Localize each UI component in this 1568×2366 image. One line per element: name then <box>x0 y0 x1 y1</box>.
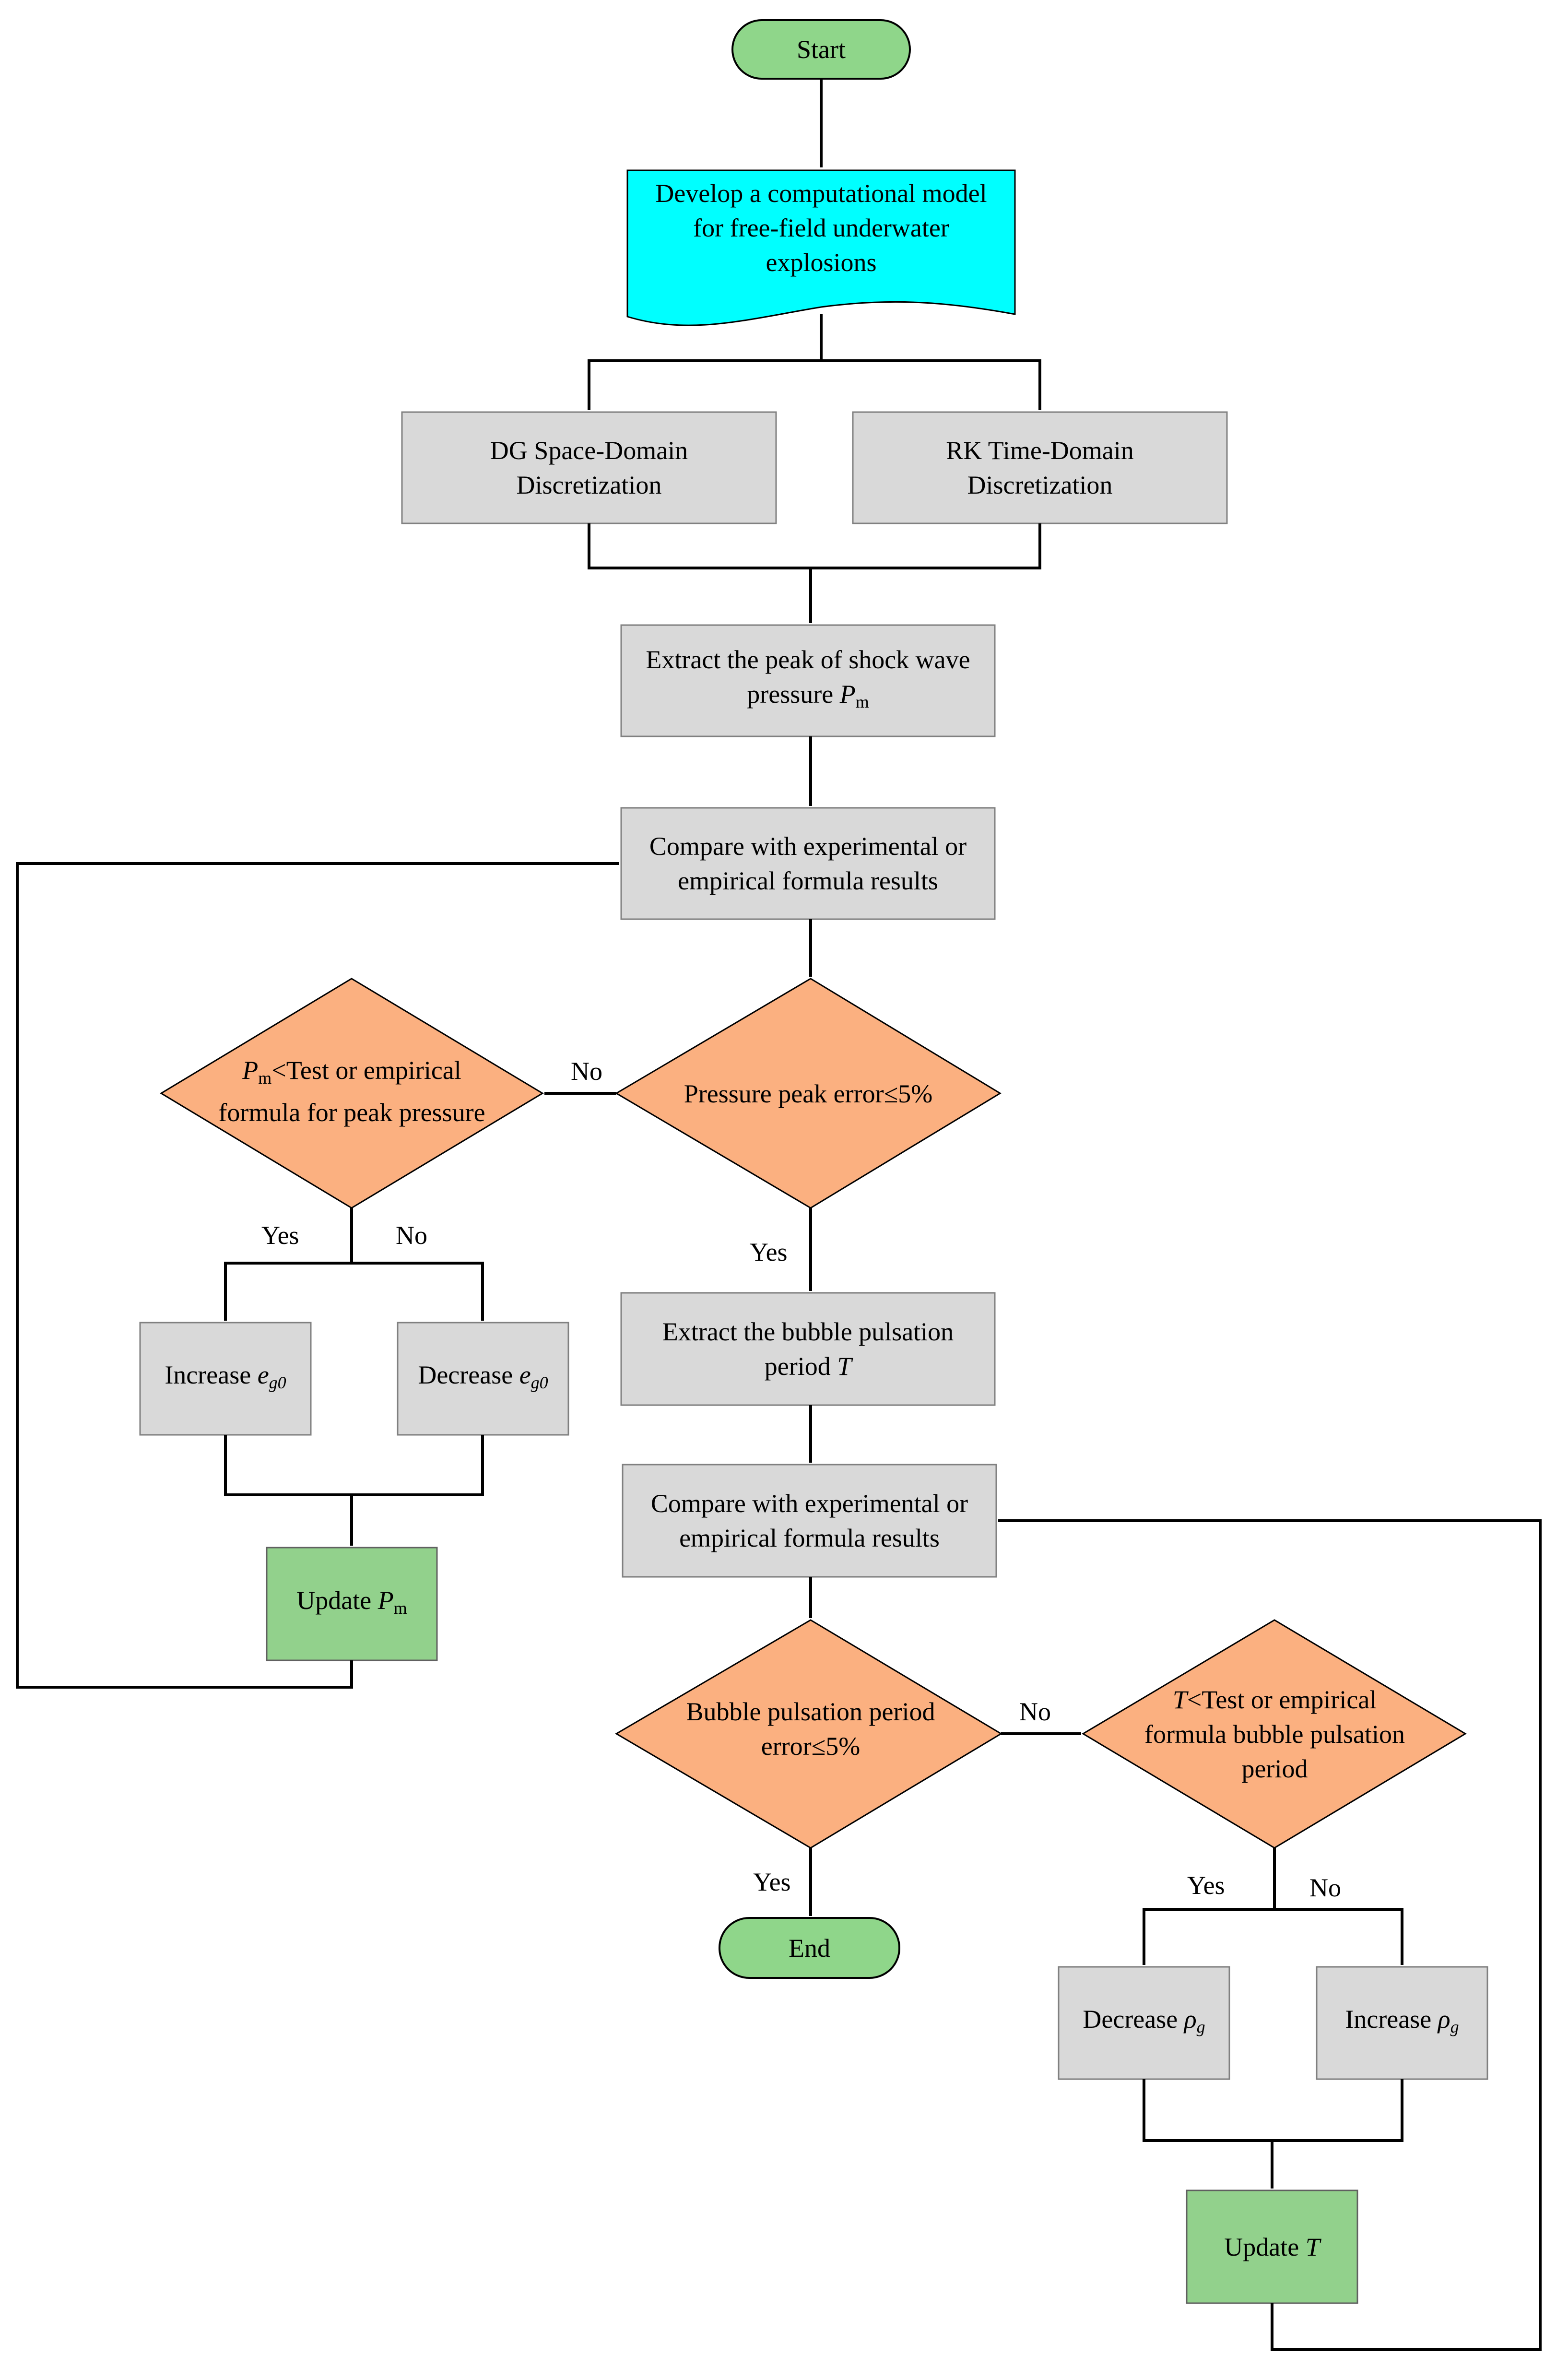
increase-eg0-label: Increase eg0 <box>165 1360 286 1392</box>
extract-period-process <box>620 1292 996 1406</box>
end-label: End <box>789 1933 830 1963</box>
update-pm-label: Update Pm <box>296 1585 407 1618</box>
edge-label-yes-bubble: Yes <box>753 1868 791 1896</box>
edge-develop-rk <box>821 359 1041 410</box>
increase-rho-label: Increase ρg <box>1345 2005 1459 2036</box>
edge-merge-eg0 <box>224 1435 484 1496</box>
edge-pmcmp-split-yes <box>224 1208 353 1321</box>
edge-updatepm-loop <box>16 862 619 1689</box>
rk-process <box>852 411 1228 524</box>
edge-tcmp-split-no <box>1274 1908 1403 1965</box>
edge-label-no-pressure: No <box>571 1057 602 1086</box>
rk-label: RK Time-Domain Discretization <box>946 436 1134 499</box>
decrease-rho-process <box>1058 1966 1230 2080</box>
edge-merge-dg-rk <box>588 523 1041 569</box>
edge-merge-rho <box>1143 2079 1403 2142</box>
develop-label: Develop a computational model for free-f… <box>655 179 987 277</box>
dg-label: DG Space-Domain Discretization <box>490 436 688 499</box>
increase-eg0-process <box>139 1322 312 1436</box>
increase-rho-process <box>1316 1966 1488 2080</box>
edge-develop-split <box>588 314 823 410</box>
end-terminal <box>719 1917 900 1979</box>
extract-peak-label: Extract the peak of shock wave pressure … <box>646 645 970 711</box>
develop-document <box>626 169 1016 326</box>
edge-label-yes-pmcmp: Yes <box>261 1221 299 1250</box>
edge-label-no-pmcmp: No <box>396 1221 427 1250</box>
extract-peak-process <box>620 624 996 737</box>
decrease-eg0-label: Decrease eg0 <box>418 1360 548 1392</box>
update-pm-process <box>266 1547 438 1661</box>
decrease-rho-label: Decrease ρg <box>1083 2005 1205 2036</box>
compare2-label: Compare with experimental or empirical f… <box>650 1489 968 1552</box>
edge-tcmp-split-yes <box>1143 1848 1276 1965</box>
bubble-error-label: Bubble pulsation period error≤5% <box>686 1697 935 1761</box>
update-t-label: Update T <box>1224 2232 1320 2261</box>
update-t-process <box>1186 2189 1358 2304</box>
edge-label-no-bubble: No <box>1019 1697 1051 1726</box>
edge-updatet-loop <box>998 1519 1542 2351</box>
compare1-label: Compare with experimental or empirical f… <box>649 832 967 895</box>
edge-label-no-tcmp: No <box>1309 1873 1341 1902</box>
compare2-process <box>622 1464 997 1578</box>
pm-symbol: P <box>839 680 856 709</box>
edge-label-yes-tcmp: Yes <box>1187 1871 1225 1900</box>
edge-label-yes-pressure: Yes <box>750 1238 788 1266</box>
edge-pmcmp-split-no <box>352 1262 484 1321</box>
extract-period-label: Extract the bubble pulsation period T <box>662 1317 954 1381</box>
dg-process <box>401 411 777 524</box>
pressure-error-label: Pressure peak error≤5% <box>684 1079 933 1108</box>
compare1-process <box>620 807 996 920</box>
start-label: Start <box>797 35 846 64</box>
decrease-eg0-process <box>397 1322 569 1436</box>
